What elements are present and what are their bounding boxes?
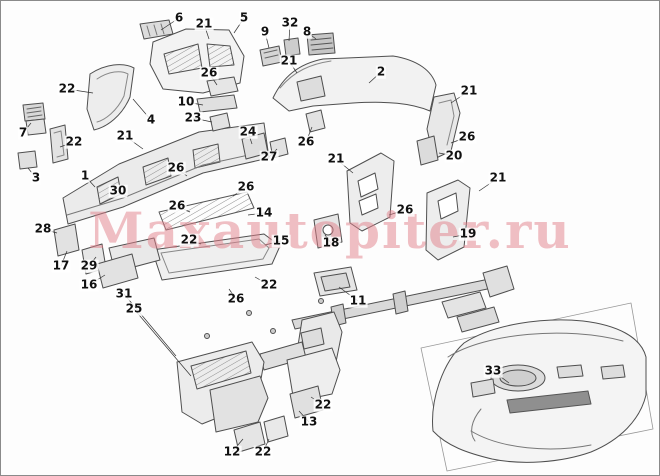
- part-label-5-2: 5: [238, 10, 250, 25]
- part-label-21-1: 21: [194, 16, 214, 31]
- part-label-2-8: 2: [375, 64, 387, 79]
- part-label-14-30: 14: [254, 205, 274, 220]
- part-grille-strip-14: [158, 191, 255, 231]
- part-label-21-28: 21: [488, 170, 508, 185]
- part-label-6-0: 6: [173, 10, 185, 25]
- part-label-21-7: 21: [279, 53, 299, 68]
- part-label-33-45: 33: [483, 363, 503, 378]
- part-label-10-10: 10: [176, 94, 196, 109]
- part-label-26-43: 26: [226, 291, 246, 306]
- part-label-26-26: 26: [236, 179, 256, 194]
- part-label-30-25: 30: [108, 183, 128, 198]
- part-trim-22-bottom: [263, 415, 289, 443]
- part-label-20-21: 20: [444, 148, 464, 163]
- part-label-15-34: 15: [271, 233, 291, 248]
- part-lower-panel: [209, 375, 269, 433]
- part-label-26-31: 26: [395, 202, 415, 217]
- part-label-21-14: 21: [115, 128, 135, 143]
- part-label-24-16: 24: [238, 124, 258, 139]
- part-bracket-23: [209, 112, 231, 132]
- part-label-23-12: 23: [183, 110, 203, 125]
- part-tray-11: [313, 266, 358, 297]
- part-label-26-18: 26: [296, 134, 316, 149]
- part-label-32-4: 32: [280, 15, 300, 30]
- part-label-26-9: 26: [199, 65, 219, 80]
- part-label-13-47: 13: [299, 414, 319, 429]
- part-label-29-38: 29: [79, 258, 99, 273]
- part-side-panel-21-mid: [346, 152, 395, 232]
- part-label-31-40: 31: [114, 286, 134, 301]
- part-label-16-39: 16: [79, 277, 99, 292]
- fastener-screws: [204, 298, 324, 339]
- part-bracket-26-center: [305, 109, 326, 133]
- part-label-26-20: 26: [457, 129, 477, 144]
- part-label-17-37: 17: [51, 258, 71, 273]
- part-label-8-5: 8: [301, 24, 313, 39]
- part-label-22-42: 22: [259, 277, 279, 292]
- part-label-27-17: 27: [259, 149, 279, 164]
- part-trim-12: [233, 421, 266, 453]
- part-label-4-13: 4: [145, 112, 157, 127]
- part-label-28-32: 28: [33, 221, 53, 236]
- part-label-22-15: 22: [64, 134, 84, 149]
- part-crossbeam: [291, 265, 515, 333]
- part-vent-32: [283, 37, 301, 57]
- part-label-12-48: 12: [222, 444, 242, 459]
- part-label-21-19: 21: [459, 83, 479, 98]
- part-bracket-16-31: [96, 253, 139, 289]
- part-label-25-41: 25: [124, 301, 144, 316]
- part-label-7-11: 7: [17, 125, 29, 140]
- part-label-26-29: 26: [167, 198, 187, 213]
- part-bracket-3: [17, 150, 38, 170]
- part-label-22-46: 22: [313, 397, 333, 412]
- part-vent-8: [306, 32, 336, 56]
- leader-line-25-41: [133, 308, 192, 377]
- part-label-1-23: 1: [79, 168, 91, 183]
- part-label-22-6: 22: [57, 81, 77, 96]
- part-label-26-24: 26: [166, 160, 186, 175]
- part-label-3-22: 3: [30, 170, 42, 185]
- part-label-11-44: 11: [348, 293, 368, 308]
- part-bracket-17-28: [53, 223, 80, 257]
- part-cluster-hood-5: [149, 28, 245, 94]
- part-main-panel-1: [62, 122, 270, 225]
- part-top-cover-2: [272, 55, 437, 112]
- part-trim-22-left: [49, 124, 69, 164]
- part-assembled-dashboard-33: [420, 302, 654, 472]
- part-label-19-36: 19: [458, 226, 478, 241]
- part-label-22-49: 22: [253, 444, 273, 459]
- part-label-18-35: 18: [321, 235, 341, 250]
- part-label-9-3: 9: [259, 24, 271, 39]
- part-label-21-27: 21: [326, 151, 346, 166]
- part-pillar-trim-4: [86, 64, 135, 131]
- part-plate-10: [196, 94, 238, 113]
- part-label-22-33: 22: [179, 232, 199, 247]
